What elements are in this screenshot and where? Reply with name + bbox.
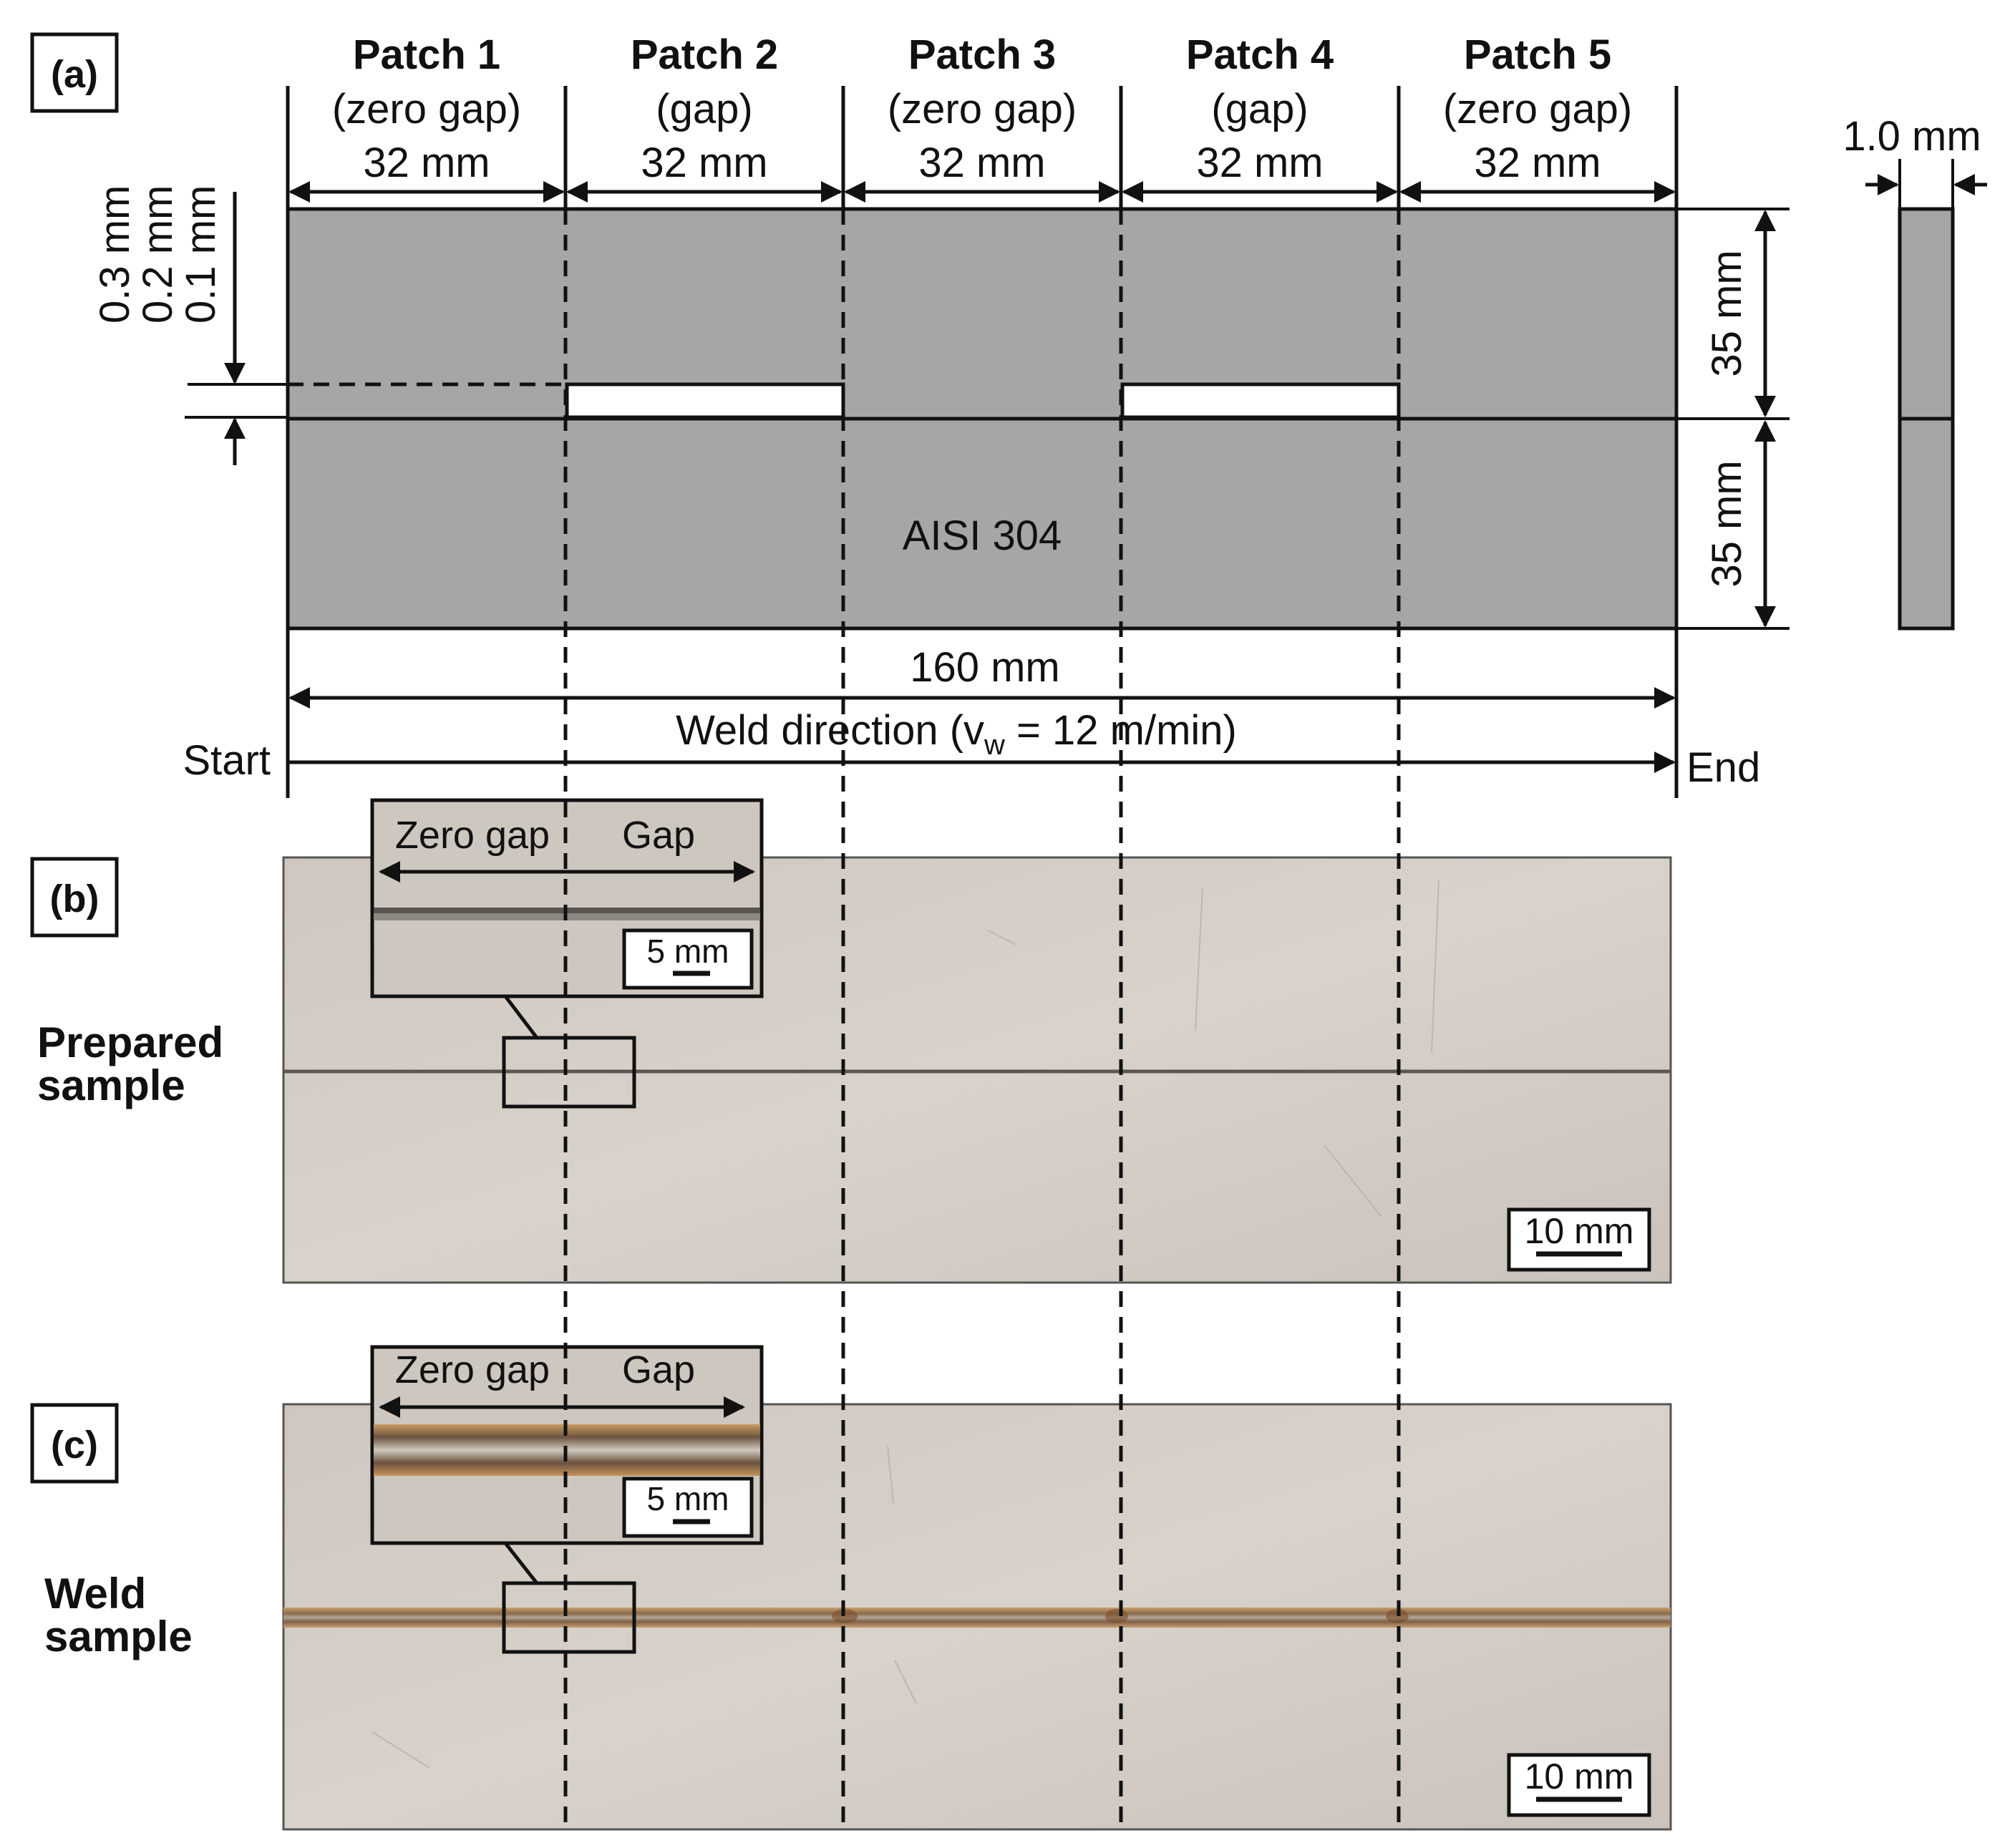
patch-5-condition: (zero gap) — [1443, 86, 1632, 132]
patch-boundary-dashed-lines — [563, 209, 1401, 1829]
weld-zoom-leader — [504, 1542, 538, 1585]
total-length-label: 160 mm — [910, 644, 1060, 691]
panel-a-label: (a) — [51, 53, 98, 96]
thickness-side-view: 1.0 mm — [1842, 113, 1987, 631]
weld-inset-zero-gap: Zero gap — [395, 1348, 550, 1391]
patch-3-title: Patch 3 — [908, 31, 1056, 78]
end-label: End — [1686, 744, 1760, 791]
prepared-zoom-leader — [504, 995, 538, 1039]
lower-plate — [286, 417, 1679, 631]
prepared-inset-scalebar-box — [622, 928, 754, 990]
patch-3-condition: (zero gap) — [888, 86, 1077, 132]
length-and-direction: 160 mm Weld direction (vw = 12 m/min) St… — [183, 628, 1760, 798]
gap-slot-patch-2 — [565, 382, 845, 419]
height-dimensions: 35 mm 35 mm — [1676, 208, 1790, 630]
prepared-inset-scalebar-label: 5 mm — [647, 933, 729, 970]
weld-bead — [283, 1608, 1671, 1628]
height-lower: 35 mm — [1704, 460, 1750, 587]
weld-label-line2: sample — [44, 1613, 193, 1660]
prepared-inset-zero-gap: Zero gap — [395, 814, 550, 857]
weld-inset-gap: Gap — [622, 1348, 695, 1391]
patch-2-length: 32 mm — [641, 140, 767, 186]
gap-slot-patch-4 — [1120, 382, 1401, 419]
prepared-surface-scratches — [987, 880, 1439, 1217]
patch-5-length: 32 mm — [1474, 140, 1601, 186]
prepared-scalebar-box — [1507, 1207, 1651, 1272]
height-upper: 35 mm — [1704, 250, 1750, 376]
panel-c: (c) Weld sample Zero gap Gap 5 mm — [30, 1345, 1672, 1831]
panel-b: (b) Prepared sample Zero gap Gap 5 mm — [30, 798, 1672, 1284]
weld-label-line1: Weld — [44, 1570, 146, 1618]
panel-b-label: (b) — [50, 877, 99, 920]
thickness-label: 1.0 mm — [1842, 113, 1981, 160]
weld-inset-scalebar-box — [622, 1477, 754, 1538]
patch-1-condition: (zero gap) — [332, 86, 521, 132]
material-label: AISI 304 — [903, 512, 1062, 559]
upper-plate — [286, 207, 1679, 421]
weld-direction-label: Weld direction (vw = 12 m/min) — [676, 707, 1237, 761]
weld-scalebar-box — [1507, 1753, 1651, 1817]
weld-scalebar-label: 10 mm — [1525, 1756, 1634, 1796]
patch-1-title: Patch 1 — [353, 31, 500, 78]
gap-value-02: 0.2 mm — [135, 185, 181, 324]
panel-c-label: (c) — [51, 1424, 98, 1467]
weld-zoom-region — [502, 1581, 636, 1654]
patch-4-title: Patch 4 — [1186, 31, 1334, 78]
patch-headings: Patch 1 (zero gap) 32 mm Patch 2 (gap) 3… — [332, 31, 1632, 186]
gap-value-03: 0.3 mm — [92, 185, 138, 324]
prepared-inset-gap: Gap — [622, 814, 695, 857]
weld-inset-scalebar-label: 5 mm — [647, 1480, 729, 1517]
weld-surface-scratches — [372, 1445, 917, 1769]
patch-4-condition: (gap) — [1211, 86, 1308, 132]
gap-dimension: 0.3 mm 0.2 mm 0.1 mm — [92, 185, 288, 465]
panel-b-label-box — [30, 857, 119, 938]
prepared-label-line2: sample — [37, 1061, 185, 1109]
prepared-scalebar-label: 10 mm — [1525, 1211, 1634, 1251]
patch-5-title: Patch 5 — [1464, 31, 1611, 78]
panel-a: (a) Patch 1 (zero gap) 32 mm Patch 2 (ga… — [30, 31, 1987, 798]
patch-4-length: 32 mm — [1196, 140, 1323, 186]
start-label: Start — [183, 737, 271, 784]
patch-1-length: 32 mm — [363, 140, 490, 186]
panel-c-label-box — [30, 1403, 119, 1484]
patch-boundary-ticks — [286, 86, 1679, 208]
panel-a-label-box — [30, 32, 119, 113]
patch-2-title: Patch 2 — [631, 31, 778, 78]
patch-3-length: 32 mm — [918, 140, 1045, 186]
prepared-zoom-region — [502, 1036, 636, 1109]
gap-value-01: 0.1 mm — [178, 185, 224, 324]
patch-2-condition: (gap) — [656, 86, 752, 132]
prepared-label-line1: Prepared — [37, 1018, 223, 1066]
